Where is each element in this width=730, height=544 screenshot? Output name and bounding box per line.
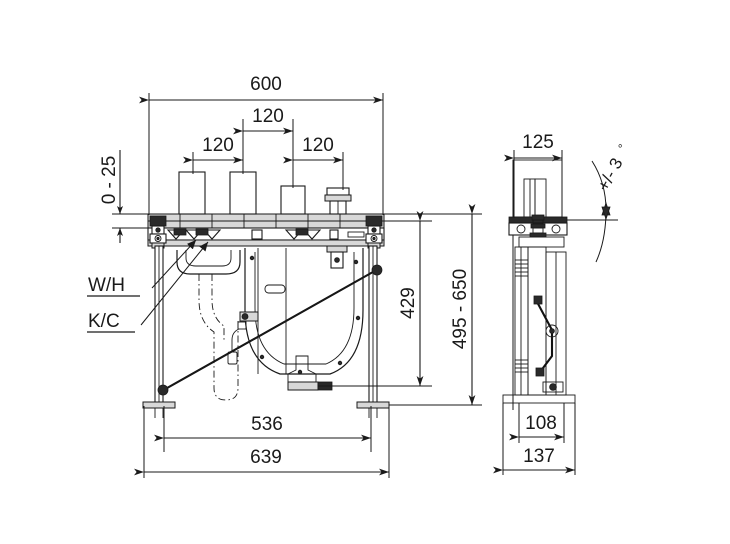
bracket-pin-c — [295, 228, 309, 236]
dimension-600-text: 600 — [250, 74, 282, 95]
dimension-0-25-text: 0 - 25 — [99, 156, 120, 205]
boss-flange — [324, 194, 352, 202]
connector-stub-1 — [178, 171, 206, 215]
outlet-flange — [287, 381, 319, 391]
dimension-495-650-text: 495 - 650 — [450, 269, 471, 349]
leader-label-wh: W/H — [88, 275, 125, 296]
bracket-block-right — [329, 229, 339, 240]
bracket-block-center — [251, 229, 263, 240]
side-rail-hole-right — [551, 224, 561, 234]
flush-bend-outer — [176, 250, 241, 275]
inlet-valve-nut — [241, 313, 249, 320]
dimension-639: 639 — [134, 406, 390, 478]
dimension-108: 108 — [509, 403, 565, 443]
left-foot-plate — [142, 401, 176, 409]
flush-pipe-assembly — [176, 250, 241, 401]
cistern-access-slot — [264, 284, 286, 294]
dimension-125-text: 125 — [522, 132, 554, 153]
dimension-495-650: 495 - 650 — [384, 204, 482, 406]
left-wall-fixing-assembly — [149, 215, 167, 249]
dimension-angle-unit: ° — [615, 142, 630, 153]
inlet-valve-assembly — [227, 311, 259, 365]
leader-line-kc — [140, 241, 209, 326]
side-base-plate — [502, 394, 576, 404]
leader-lines-group — [140, 239, 209, 326]
top-plate-segments — [179, 214, 341, 228]
side-pivot-pin — [549, 328, 555, 334]
concealed-cistern-body — [244, 248, 364, 375]
duct-bolt — [334, 257, 340, 263]
bracket-pin-b — [195, 228, 209, 236]
front-elevation-view: W/H K/C 600 120 — [87, 74, 482, 478]
duct-cap — [326, 245, 348, 253]
cistern-inner-outline — [254, 252, 355, 365]
dimension-120-left-text: 120 — [202, 135, 234, 156]
side-thread-detail — [515, 259, 528, 277]
angle-arrow-down — [601, 206, 611, 221]
dimension-125: 125 — [504, 132, 563, 218]
right-foot-plate — [356, 401, 390, 409]
leader-label-kc: K/C — [88, 311, 120, 332]
dimension-536: 536 — [154, 406, 372, 452]
dimension-429: 429 — [318, 211, 432, 387]
connector-stub-2 — [229, 171, 257, 215]
flush-bend-inner — [185, 250, 232, 267]
side-internal-linkage — [533, 295, 559, 377]
inlet-coupler — [237, 321, 247, 330]
dimension-600: 600 — [139, 74, 384, 215]
boss-cap — [326, 187, 350, 196]
dimension-108-text: 108 — [525, 413, 557, 434]
dimension-120-right: 120 — [283, 135, 344, 190]
right-wall-fixing-assembly — [365, 215, 383, 249]
base-feet-group — [142, 401, 390, 418]
inlet-filter — [227, 351, 238, 365]
inlet-valve-body — [239, 311, 259, 322]
side-thread-detail-lower — [515, 359, 528, 373]
cistern-fixing-dots — [246, 255, 361, 375]
connector-stub-3 — [280, 185, 306, 215]
dimension-536-text: 536 — [251, 414, 283, 435]
side-clamp-stack — [529, 214, 547, 238]
side-rail-hole-left — [516, 224, 526, 234]
inlet-hose — [231, 328, 240, 352]
bracket-pin-a — [173, 228, 187, 236]
leader-line-wh — [151, 239, 197, 289]
brace-lower-pivot — [157, 384, 169, 396]
side-pivot-ring — [545, 324, 559, 338]
beam-bracket-group — [166, 228, 365, 240]
dimension-137-text: 137 — [523, 446, 555, 467]
bracket-bar-right — [347, 231, 365, 238]
overflow-pipe-dashed — [198, 274, 239, 401]
upper-right-duct — [326, 245, 348, 269]
brace-upper-pivot — [371, 264, 383, 276]
dimension-137: 137 — [493, 446, 575, 474]
dimension-639-text: 639 — [250, 447, 282, 468]
diagonal-brace — [157, 264, 383, 396]
dimension-120-center-text: 120 — [252, 106, 284, 127]
dimension-429-text: 429 — [398, 287, 419, 319]
dimension-0-25: 0 - 25 — [99, 150, 148, 243]
side-link-block-bottom — [535, 367, 545, 377]
dimension-120-right-text: 120 — [302, 135, 334, 156]
top-fixtures-group — [178, 171, 352, 215]
side-link-block-top — [533, 295, 543, 305]
cistern-outline — [244, 248, 364, 375]
side-outlet-fitting — [542, 381, 564, 393]
frame-cross-beam-lower — [147, 239, 385, 247]
